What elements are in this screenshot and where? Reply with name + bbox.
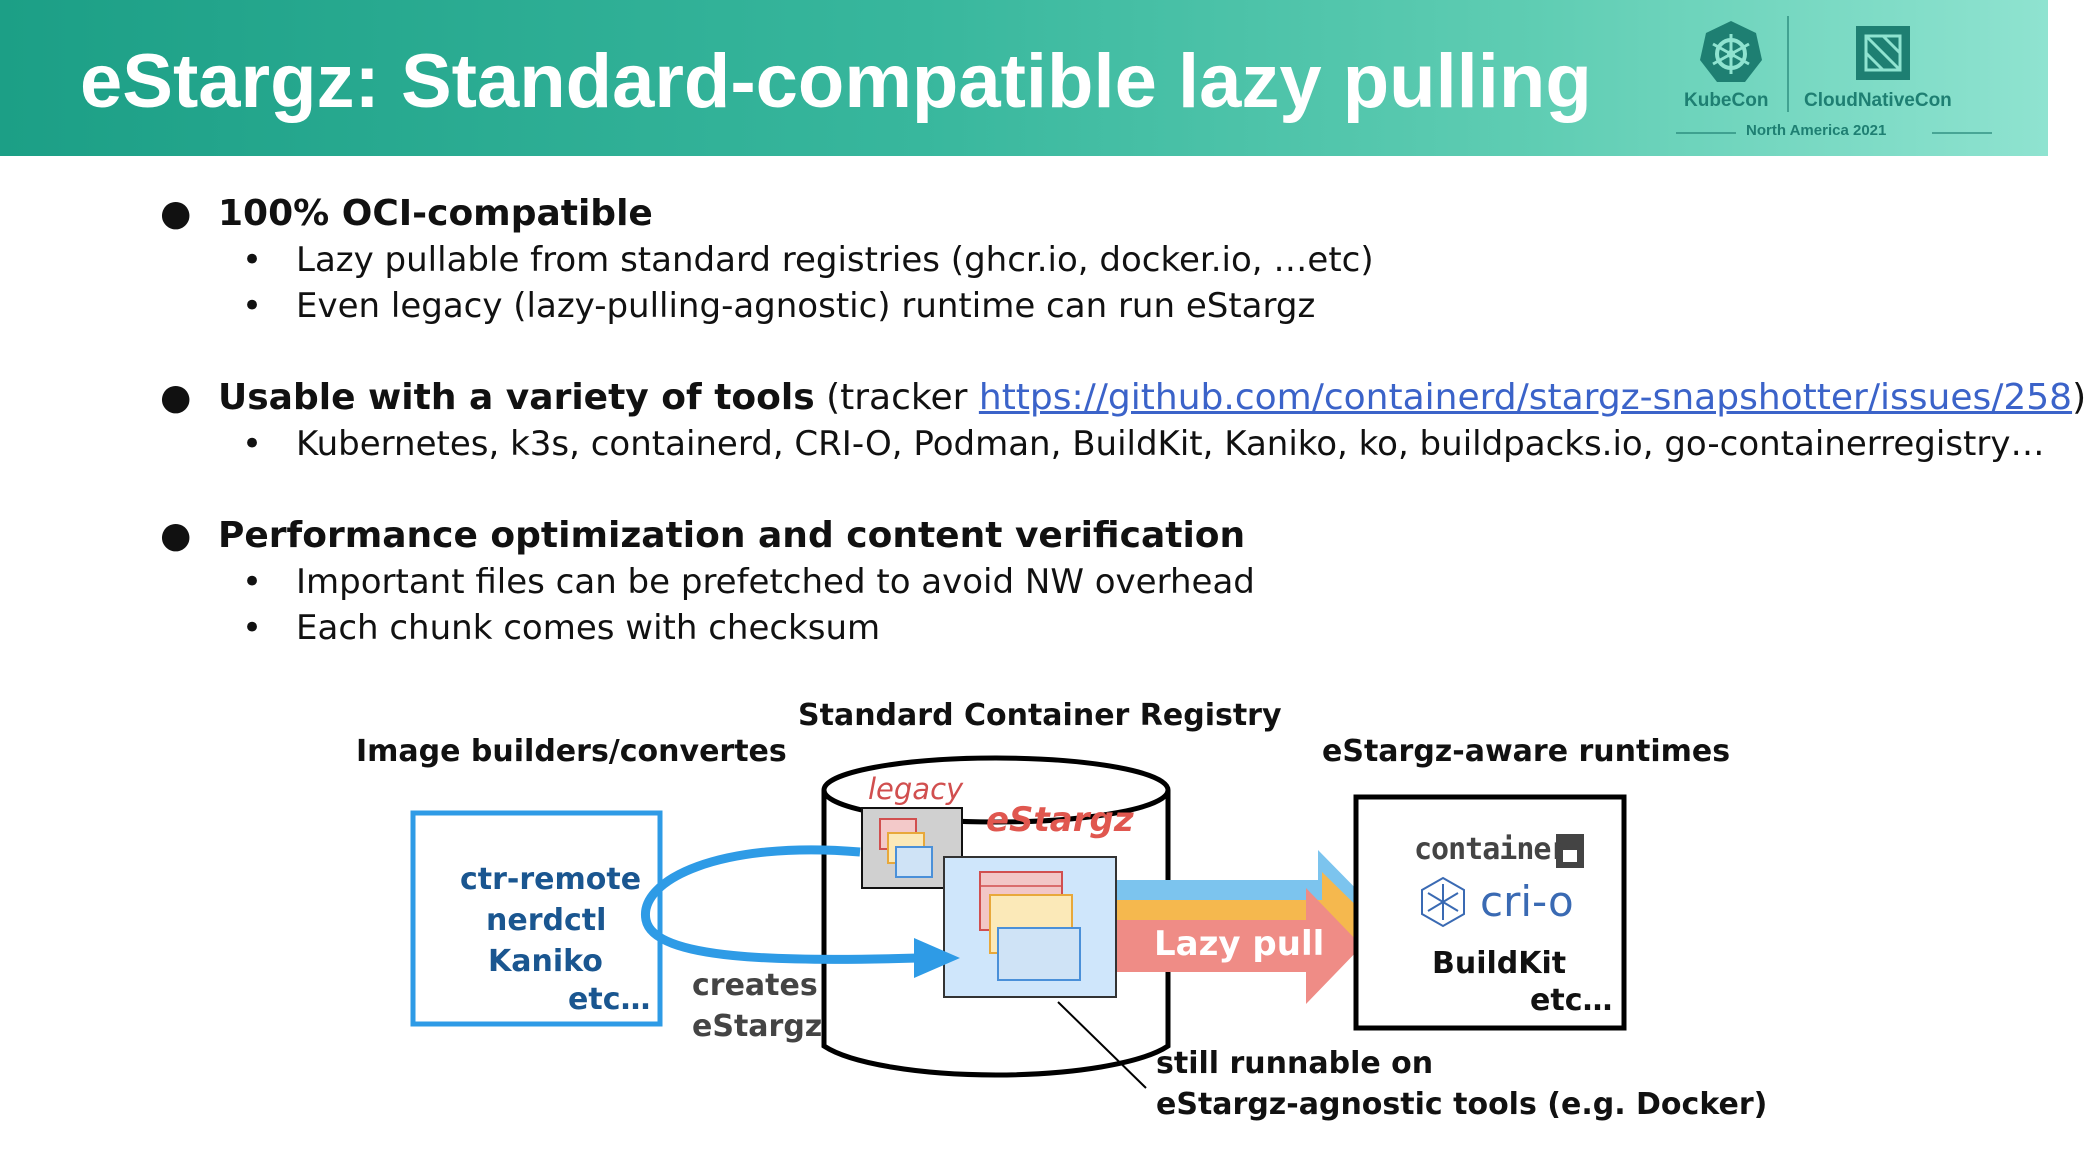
lazy-pull-label: Lazy pull xyxy=(1154,924,1325,964)
logo-divider xyxy=(1787,16,1789,112)
builder-kaniko: Kaniko xyxy=(488,944,603,979)
bullet-dot-icon: ● xyxy=(160,515,192,556)
sub-bullet-text: Each chunk comes with checksum xyxy=(296,608,881,648)
cloudnativecon-label: CloudNativeCon xyxy=(1804,90,1952,111)
lazy-pull-arrow xyxy=(1112,850,1376,1004)
bullet-text: Performance optimization and content ver… xyxy=(218,515,1246,556)
note-pointer-line xyxy=(1057,1001,1147,1089)
runtime-buildkit: BuildKit xyxy=(1432,946,1567,981)
logo-line-right xyxy=(1932,132,1992,134)
kubecon-logo: KubeCon CloudNativeCon North America 202… xyxy=(1676,14,1996,144)
logo-line-left xyxy=(1676,132,1736,134)
sub-bullet-text: Important files can be prefetched to avo… xyxy=(296,562,1255,602)
estargz-label: eStargz xyxy=(986,800,1134,840)
registry-title: Standard Container Registry xyxy=(798,698,1282,733)
bullet-text: Usable with a variety of tools xyxy=(218,377,815,418)
sub-bullet-dot-icon: • xyxy=(242,608,263,648)
bullet-dot-icon: ● xyxy=(160,193,192,234)
bullet-dot-icon: ● xyxy=(160,377,192,418)
sub-bullet-text: Lazy pullable from standard registries (… xyxy=(296,240,1374,280)
kubecon-label: KubeCon xyxy=(1684,90,1769,111)
sub-bullet-dot-icon: • xyxy=(242,424,263,464)
tracker-link[interactable]: https://github.com/containerd/stargz-sna… xyxy=(978,377,2073,418)
builder-nerdctl: nerdctl xyxy=(486,903,607,938)
note-line-1: still runnable on xyxy=(1156,1046,1434,1081)
creates-label-2: eStargz xyxy=(692,1009,823,1044)
cncf-icon xyxy=(1856,26,1910,80)
kubernetes-icon xyxy=(1700,21,1762,82)
sub-bullet-text: Kubernetes, k3s, containerd, CRI-O, Podm… xyxy=(296,424,2045,464)
containerd-icon xyxy=(1556,834,1584,868)
slide-title: eStargz: Standard-compatible lazy pullin… xyxy=(80,39,1592,124)
legacy-label: legacy xyxy=(868,772,964,806)
tracker-suffix: ) xyxy=(2072,377,2086,418)
crio-snowflake-icon xyxy=(1421,876,1465,928)
tracker-prefix: (tracker xyxy=(814,377,979,418)
event-label: North America 2021 xyxy=(1746,122,1887,139)
bullet-list: ● 100% OCI-compatible • Lazy pullable fr… xyxy=(160,193,2086,648)
slide-header: eStargz: Standard-compatible lazy pullin… xyxy=(0,0,2048,156)
runtimes-title: eStargz-aware runtimes xyxy=(1322,734,1731,769)
builders-box xyxy=(410,810,663,1027)
sub-bullet-text: Even legacy (lazy-pulling-agnostic) runt… xyxy=(296,286,1316,326)
builder-etc: etc… xyxy=(568,982,651,1017)
runtime-crio: cri-o xyxy=(1480,877,1574,926)
sub-bullet-dot-icon: • xyxy=(242,240,263,280)
note-line-2: eStargz-agnostic tools (e.g. Docker) xyxy=(1156,1087,1768,1122)
sub-bullet-dot-icon: • xyxy=(242,562,263,602)
estargz-image-box xyxy=(943,856,1117,998)
runtime-etc: etc… xyxy=(1530,983,1613,1018)
bullet-text: 100% OCI-compatible xyxy=(218,193,653,234)
runtime-containerd: container xyxy=(1414,832,1569,867)
creates-label-1: creates xyxy=(692,968,818,1003)
builder-ctr-remote: ctr-remote xyxy=(460,862,642,897)
builders-title: Image builders/convertes xyxy=(356,734,787,769)
creates-arrow xyxy=(641,845,960,978)
sub-bullet-dot-icon: • xyxy=(242,286,263,326)
